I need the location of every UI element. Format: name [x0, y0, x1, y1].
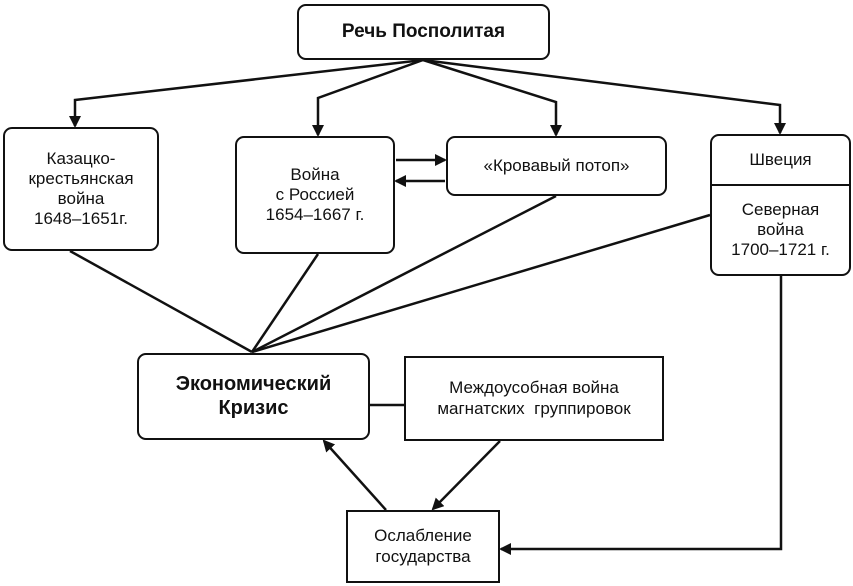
node-rech-pospolita: Речь Посполитая: [297, 4, 550, 60]
node-label: «Кровавый потоп»: [483, 155, 630, 175]
edge-root-to-cossack-war: [69, 58, 424, 128]
edge-deluge-to-crisis: [251, 194, 557, 354]
node-label: Междоусобная война: [449, 378, 619, 398]
edge-root-to-sweden: [422, 58, 786, 135]
node-label: война: [757, 219, 804, 239]
node-label: Ослабление: [374, 526, 472, 546]
node-bloody-deluge: «Кровавый потоп»: [446, 136, 667, 196]
node-label: с Россией: [275, 184, 355, 204]
edge-sweden-to-crisis: [251, 213, 711, 354]
node-label: Экономический: [175, 372, 332, 395]
node-sweden-body: Северная война 1700–1721 г.: [731, 186, 830, 274]
node-sweden: Швеция Северная война 1700–1721 г.: [710, 134, 851, 276]
node-label: Северная: [741, 199, 820, 219]
node-state-weakening: Ослабление государства: [346, 510, 500, 583]
edge-root-to-deluge: [422, 58, 562, 137]
node-label: 1654–1667 г.: [265, 205, 365, 225]
node-label: война: [57, 189, 105, 208]
edge-feud-war-to-weakening: [431, 440, 501, 511]
node-label: 1700–1721 г.: [731, 240, 830, 260]
edge-weakening-to-crisis: [322, 439, 387, 511]
edge-war-russia-to-crisis: [250, 253, 320, 353]
node-label: крестьянская: [28, 168, 134, 188]
node-label: магнатских группировок: [437, 398, 631, 418]
node-economic-crisis: Экономический Кризис: [137, 353, 370, 440]
node-label: 1648–1651г.: [34, 209, 128, 229]
edge-cossack-war-to-crisis: [69, 249, 253, 354]
node-label: Казацко-: [46, 148, 116, 168]
node-label: Речь Посполитая: [341, 20, 506, 42]
edge-root-to-war-russia: [312, 58, 424, 137]
node-cossack-war: Казацко- крестьянская война 1648–1651г.: [3, 127, 159, 251]
edge-sweden-to-weakening: [499, 276, 783, 555]
node-label: Война: [290, 164, 340, 184]
node-label: государства: [375, 546, 471, 566]
node-magnate-feud-war: Междоусобная война магнатских группирово…: [404, 356, 664, 441]
node-title: Швеция: [749, 149, 812, 169]
node-war-with-russia: Война с Россией 1654–1667 г.: [235, 136, 395, 254]
node-sweden-header: Швеция: [712, 136, 849, 186]
node-label: Кризис: [218, 396, 289, 419]
